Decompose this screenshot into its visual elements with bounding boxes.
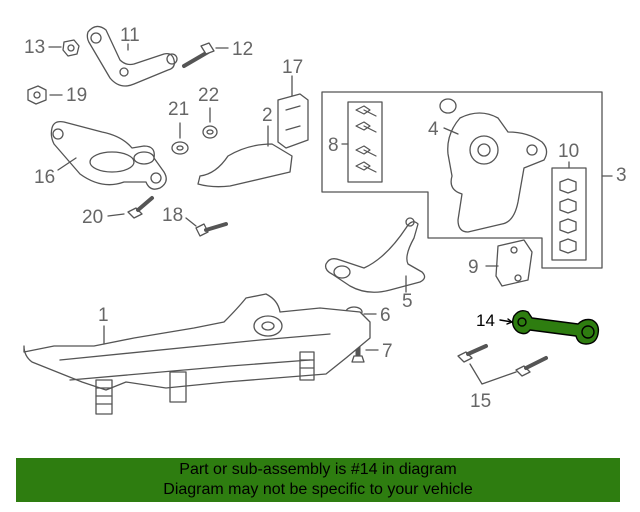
part-16-lower-arm (50, 120, 167, 190)
callout-13: 13 (24, 37, 46, 58)
callout-17: 17 (282, 57, 304, 78)
info-banner: Part or sub-assembly is #14 in diagram D… (16, 458, 620, 502)
part-2-plate (197, 125, 293, 188)
callout-16: 16 (34, 167, 56, 188)
callout-18: 18 (162, 205, 184, 226)
part-8-bolt-set (341, 101, 383, 183)
knuckle-assembly-box (321, 91, 613, 269)
callout-5: 5 (402, 291, 413, 312)
callout-10: 10 (558, 141, 580, 162)
callout-12: 12 (232, 39, 254, 60)
part-4-knuckle (439, 98, 548, 233)
part-19-nut (27, 85, 63, 105)
callout-7: 7 (382, 341, 393, 362)
callout-11: 11 (120, 25, 140, 46)
callout-2: 2 (262, 105, 273, 126)
part-17-bracket (277, 75, 309, 149)
part-22-washer (202, 107, 218, 139)
part-14-highlighted-link (499, 309, 600, 345)
part-5-trailing-link (324, 217, 426, 293)
callout-22: 22 (198, 85, 220, 106)
callout-6: 6 (380, 305, 391, 326)
part-20-bolt (107, 196, 154, 219)
part-10-bushing-set (551, 161, 587, 261)
part-18-bolt (185, 217, 228, 237)
part-11-upper-arm (86, 25, 178, 87)
callout-1: 1 (98, 305, 109, 326)
parts-diagram (23, 25, 613, 415)
banner-line-1: Part or sub-assembly is #14 in diagram (179, 461, 457, 478)
callout-15: 15 (470, 391, 492, 412)
callout-19: 19 (66, 85, 88, 106)
part-9-plate (485, 239, 533, 287)
part-1-subframe (23, 293, 371, 415)
callout-4: 4 (428, 119, 439, 140)
banner-line-2: Diagram may not be specific to your vehi… (163, 481, 473, 498)
part-12-bolt (182, 42, 229, 68)
callout-8: 8 (328, 135, 339, 156)
callout-14: 14 (476, 311, 495, 330)
part-13-nut (48, 39, 80, 57)
part-21-washer (171, 122, 189, 155)
callout-21: 21 (168, 99, 190, 120)
part-15-bolts (457, 344, 548, 385)
callout-20: 20 (82, 207, 104, 228)
callout-3: 3 (616, 165, 627, 186)
callout-9: 9 (468, 257, 479, 278)
